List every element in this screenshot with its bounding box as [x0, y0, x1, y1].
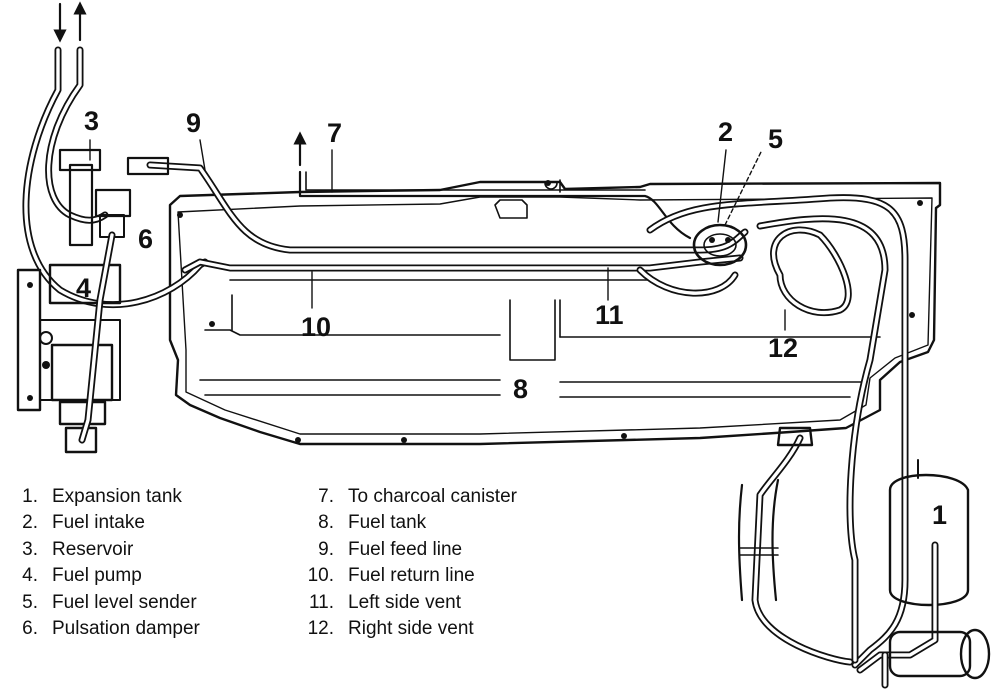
legend-num: 3.: [22, 538, 38, 560]
legend-item: 5. Fuel level sender: [0, 590, 200, 616]
callout-4: 4: [76, 273, 91, 303]
legend-label: Reservoir: [52, 538, 134, 560]
filler-neck: [737, 426, 854, 666]
legend-label: Fuel intake: [52, 512, 145, 534]
fuel-level-sender: [692, 149, 763, 267]
legend-num: 6.: [22, 618, 38, 640]
callout-12: 12: [768, 333, 798, 363]
leader-lines: [89, 139, 786, 331]
legend-label: To charcoal canister: [348, 486, 517, 507]
callout-11: 11: [595, 300, 624, 330]
legend-num: 8.: [318, 512, 334, 534]
legend-label: Fuel level sender: [52, 591, 197, 613]
legend-num: 12.: [307, 618, 334, 640]
callout-10: 10: [301, 312, 331, 342]
right-side-vent-loop: [770, 226, 852, 317]
callout-3: 3: [84, 106, 99, 136]
legend-item: 7. To charcoal canister: [292, 484, 517, 510]
legend-right: 7. To charcoal canister 8. Fuel tank 9. Fue…: [292, 484, 517, 642]
fuel-pump-assembly: [16, 148, 170, 454]
legend-item: 11. Left side vent: [292, 590, 517, 616]
legend-item: 2. Fuel intake: [0, 510, 200, 536]
legend-label: Left side vent: [348, 591, 462, 613]
legend-num: 5.: [22, 591, 38, 613]
callout-8: 8: [513, 374, 528, 404]
legend-num: 11.: [308, 591, 334, 613]
callout-1: 1: [932, 500, 947, 530]
legend-num: 1.: [22, 486, 38, 507]
supply-return-arrows: [53, 1, 87, 43]
callout-2: 2: [718, 117, 733, 147]
callout-5: 5: [768, 124, 783, 154]
fuel-feed-line: [22, 46, 749, 309]
legend-label: Pulsation damper: [52, 618, 200, 640]
legend-num: 4.: [22, 565, 38, 587]
legend-item: 1. Expansion tank: [0, 484, 200, 510]
callout-7: 7: [327, 118, 342, 148]
legend-label: Fuel tank: [348, 512, 427, 534]
legend-label: Fuel pump: [52, 565, 142, 587]
callout-9: 9: [186, 108, 201, 138]
legend-label: Expansion tank: [52, 486, 182, 507]
legend-item: 4. Fuel pump: [0, 563, 200, 589]
legend-num: 7.: [318, 486, 334, 507]
legend-item: 3. Reservoir: [0, 537, 200, 563]
side-vent-lines: [636, 194, 909, 669]
legend-left: 1. Expansion tank 2. Fuel intake 3. Reservo…: [0, 484, 200, 642]
legend-num: 9.: [318, 538, 334, 560]
legend-item: 10. Fuel return line: [292, 563, 517, 589]
legend-item: 6. Pulsation damper: [0, 616, 200, 642]
legend-num: 10.: [307, 565, 334, 587]
expansion-tank: [856, 459, 991, 689]
legend-num: 2.: [22, 512, 38, 534]
legend-label: Right side vent: [348, 618, 474, 640]
legend-label: Fuel feed line: [348, 538, 463, 560]
legend-label: Fuel return line: [348, 565, 475, 587]
fuel-return-line: [181, 254, 744, 281]
callout-6: 6: [138, 224, 153, 254]
legend-item: 9. Fuel feed line: [292, 537, 517, 563]
charcoal-vent-line: [293, 131, 692, 240]
legend-item: 8. Fuel tank: [292, 510, 517, 536]
legend-item: 12. Right side vent: [292, 616, 517, 642]
